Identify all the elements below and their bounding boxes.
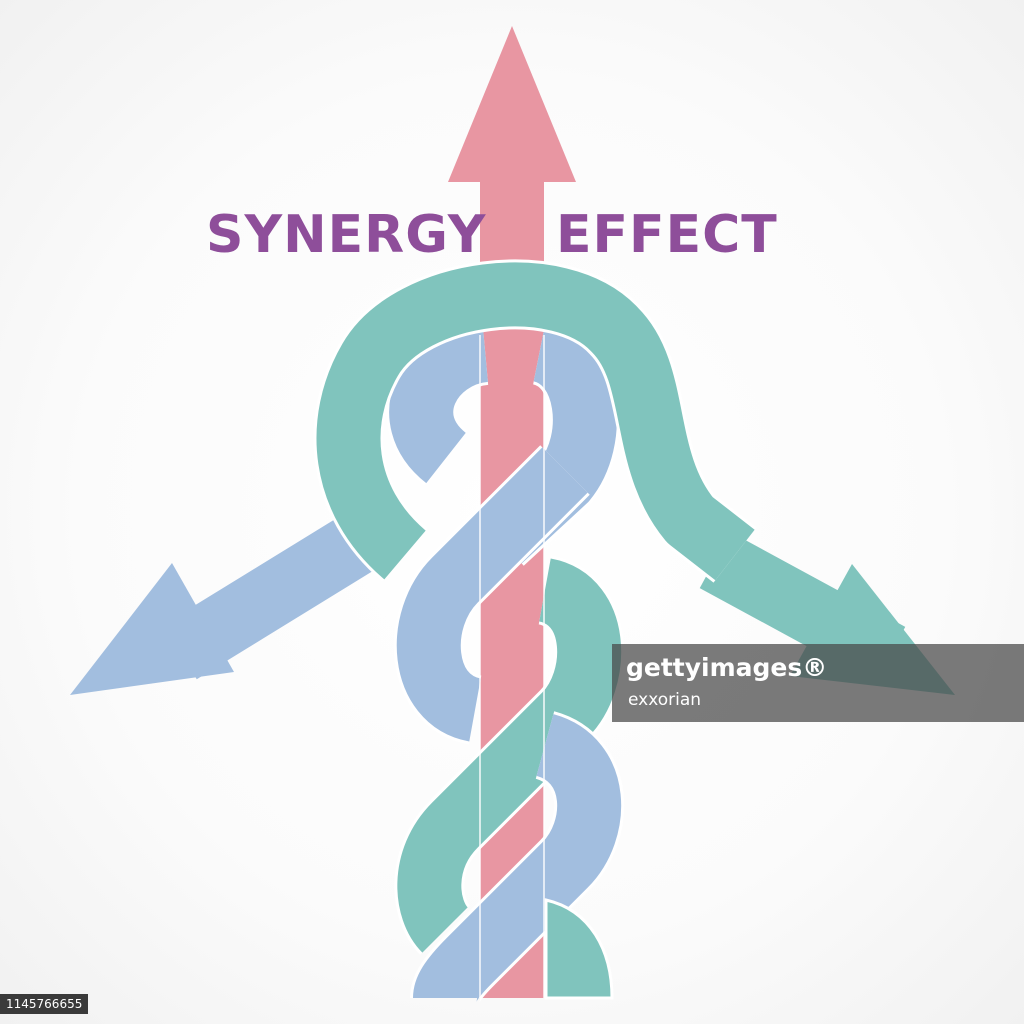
left-arrow: [70, 506, 389, 695]
title-right-word: EFFECT: [556, 205, 778, 265]
title-left-word: SYNERGY: [206, 205, 487, 265]
watermark-credit: exxorian: [628, 690, 702, 710]
left-arrow-head: [70, 563, 234, 695]
lower-twist: [393, 445, 625, 1005]
teal-upper-loop: [313, 259, 757, 583]
watermark-banner: gettyimages® exxorian: [612, 644, 1024, 722]
image-id-label: 1145766655: [0, 994, 89, 1014]
watermark-brand: gettyimages®: [626, 653, 828, 682]
blue-inner-loop: [386, 315, 620, 566]
up-arrow-head: [448, 26, 576, 182]
